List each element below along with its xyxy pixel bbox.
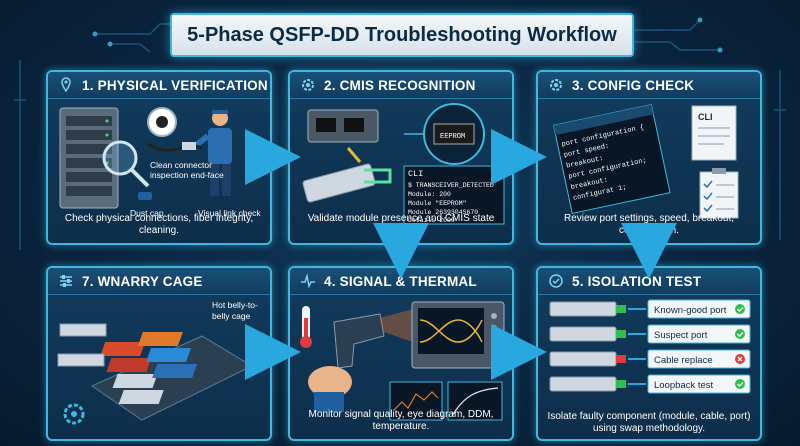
result-box [647,299,751,319]
clean-connector-note: Clean connector [150,160,212,170]
cli-header: CLI [408,169,423,179]
module-tip [616,305,626,313]
check-shield-icon [546,271,566,291]
eeprom-chip-icon [433,123,475,145]
switch-ports-icon [307,109,379,143]
phase-1-header: 1. PHYSICAL VERIFICATION [48,72,270,99]
ddm-graph-icon [389,381,443,421]
oscilloscope-icon [411,301,505,369]
qsfp-module-icon [302,163,392,203]
phase-7-illustration: Hot belly-to- belly cage [57,300,258,425]
result-box [647,349,751,369]
check-icon [735,304,745,314]
dust-cap-note: Dust cap [130,208,164,218]
cage-modules-icon [57,323,254,421]
page-title: 5-Phase QSFP-DD Troubleshooting Workflow [170,13,634,57]
temperature-graph-icon [447,381,503,421]
module-tip [616,380,626,388]
dust-cap-icon [138,192,152,200]
pin-icon [56,75,76,95]
cli-line: $ TRANSCEIVER_DETECTED [408,182,494,189]
status-mark [737,332,744,337]
status-mark [737,307,744,312]
phase-1-title: 1. PHYSICAL VERIFICATION [82,77,268,93]
eeprom-label: EEPROM [440,133,465,141]
status-mark [737,382,744,387]
phase-2-header: 2. CMIS RECOGNITION [290,72,512,99]
phase-4-title: 4. SIGNAL & THERMAL [324,273,477,289]
module-tip [616,330,626,338]
cli-line: Details 2000 [408,217,455,224]
cli-line: Module "EEPROM" [408,200,467,207]
gear-icon [298,75,318,95]
phase-7-header: 7. WNARRY CAGE [48,268,270,295]
phase-2-title: 2. CMIS RECOGNITION [324,77,476,93]
phase-5-caption-line1: Isolate faulty component (module, cable,… [547,411,751,422]
thermometer-icon [300,306,312,348]
cli-line: Module 2639304S670 [408,209,478,216]
cli-line: Module: 200 [408,191,451,198]
phase-1-caption: Check physical connections, fiber integr… [64,213,254,236]
isolation-row: Loopback test [549,374,751,394]
visual-check-note: Visual link check [198,208,261,218]
phase-1-illustration: Clean connector inspection end-face Dust… [59,107,261,218]
phase-4-header: 4. SIGNAL & THERMAL [290,268,512,295]
phase-1-panel: 1. PHYSICAL VERIFICATION [46,70,272,245]
gear-icon [546,75,566,95]
inspection-note: inspection end-face [150,170,224,180]
phase-2-illustration: EEPROM CLI $ TRANSCEIVER_DETECTED Module… [302,103,505,225]
phase-3-illustration: port configuration { port speed: breakou… [552,104,739,219]
phase-5-caption: Isolate faulty component (module, cable,… [542,411,756,435]
phase-3-header: 3. CONFIG CHECK [538,72,760,99]
phase-4-caption: Monitor signal quality, eye diagram, DDM… [308,409,494,432]
document-label: CLI [698,112,713,122]
check-icon [735,379,745,389]
hot-cage-note-line1: Hot belly-to- [212,300,258,310]
isolation-row: Cable replace [549,349,751,369]
cli-terminal: CLI $ TRANSCEIVER_DETECTED Module: 200 M… [403,165,505,225]
terminal-window: port configuration { port speed: breakou… [552,104,671,215]
pulse-icon [298,271,318,291]
phase-4-illustration [300,301,505,421]
hot-cage-note-line2: belly cage [212,311,251,321]
phase-7-panel: 7. WNARRY CAGE Hot belly-to- belly cage [46,266,272,441]
phase-2-panel: 2. CMIS RECOGNITION EEPROM CLI $ TRANSCE… [288,70,514,245]
result-label: Known-good port [654,305,727,316]
result-label: Suspect port [654,330,708,341]
gear-icon [63,403,85,425]
isolation-row: Known-good port [549,299,751,319]
thermal-gun-icon [308,306,424,412]
phase-4-panel: 4. SIGNAL & THERMAL [288,266,514,441]
status-mark [737,356,743,362]
phase-3-title: 3. CONFIG CHECK [572,77,695,93]
module-tip [616,355,626,363]
phase-5-caption-line2: using swap methodology. [592,423,706,434]
sliders-icon [56,271,76,291]
result-label: Cable replace [654,355,713,366]
magnifier-icon [102,140,150,188]
isolation-row: Suspect port [549,324,751,344]
result-box [647,374,751,394]
checklist-icon [699,168,739,219]
result-box [647,324,751,344]
check-icon [735,329,745,339]
phase-7-title: 7. WNARRY CAGE [82,273,203,289]
document-icon: CLI [691,105,737,161]
server-rack-icon [59,107,119,209]
result-label: Loopback test [654,380,714,391]
